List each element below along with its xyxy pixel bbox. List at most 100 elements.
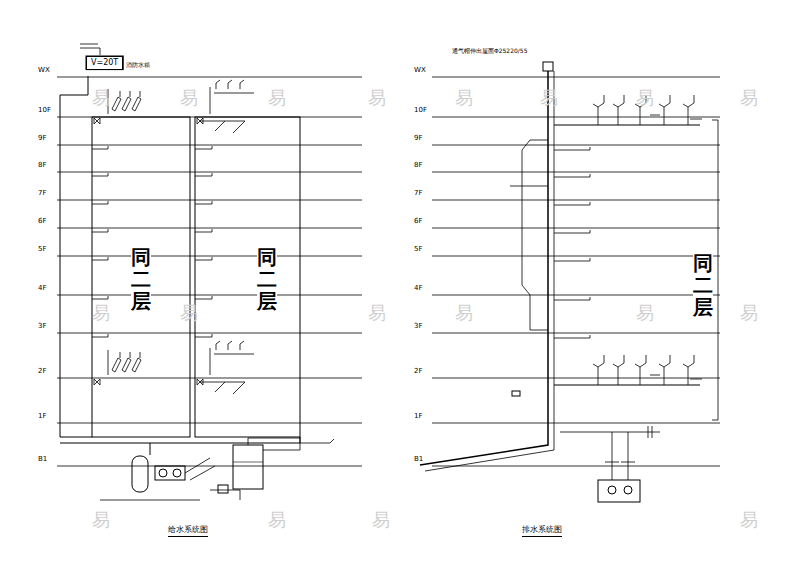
branch-pipe: [195, 146, 212, 149]
fixture-symbol: [635, 355, 646, 385]
branch-pipe: [92, 201, 108, 204]
branch-pipe: [554, 230, 590, 233]
floor-label: 1F: [38, 413, 46, 421]
floor-label: 10F: [38, 107, 51, 115]
floor-label: WX: [414, 67, 426, 75]
branch-pipe: [92, 229, 108, 232]
watermark: 易: [368, 88, 386, 108]
pump-pipe: [185, 458, 215, 480]
pump-symbol: [173, 469, 181, 477]
base-line: [100, 490, 240, 500]
floor-line: [57, 145, 362, 146]
floor-label: 7F: [414, 190, 422, 198]
branch-pipe: [195, 334, 212, 337]
branch-pipe: [554, 297, 590, 300]
same-as-floor-note: 同二层: [131, 246, 151, 312]
fixture-symbol: [683, 95, 694, 125]
branch-pipe: [554, 335, 590, 338]
branch-pipe: [195, 296, 212, 299]
fixture-symbol: [593, 355, 604, 385]
cleanout: [512, 391, 520, 396]
floor-label: 7F: [38, 190, 46, 198]
fixture-symbol: [650, 115, 702, 119]
fixture-symbol: [650, 375, 702, 379]
branch-pipe: [195, 257, 212, 260]
watermark: 易: [268, 88, 286, 108]
branch-pipe: [554, 202, 590, 205]
pipe: [612, 432, 628, 480]
pump-symbol: [159, 469, 167, 477]
floor-line: [432, 172, 720, 173]
water-tank: [233, 445, 263, 489]
pipe: [150, 443, 151, 455]
watermark: 易: [268, 510, 286, 530]
floor-line: [57, 200, 362, 201]
valve-symbol: [94, 118, 100, 124]
watermark: 易: [636, 303, 654, 323]
branch-pipe: [92, 257, 108, 260]
branch-pipe: [210, 87, 254, 114]
floor-label: WX: [38, 67, 50, 75]
watermark: 易: [180, 88, 198, 108]
branch-pipe: [554, 174, 590, 177]
same-as-floor-note: 同二层: [693, 252, 713, 318]
fixture-symbol: [216, 341, 220, 350]
floor-label: 6F: [38, 218, 46, 226]
fixture-symbol: [683, 355, 694, 385]
fixture-symbol: [240, 341, 244, 350]
floor-label: 4F: [38, 285, 46, 293]
fixture-symbol: [112, 352, 121, 372]
valve-symbol: [94, 379, 100, 385]
floor-line: [57, 172, 362, 173]
sump-pit: [598, 480, 640, 502]
watermark: 易: [455, 88, 473, 108]
fixture-symbol: [659, 355, 670, 385]
vent-note: 通气帽伸出屋面Φ25220/55: [452, 48, 527, 55]
pump-symbol: [624, 486, 632, 494]
watermark: 易: [740, 303, 758, 323]
fixture-symbol: [659, 95, 670, 125]
branch-pipe: [108, 350, 109, 375]
soil-stack: [425, 71, 554, 471]
watermark: 易: [740, 88, 758, 108]
tank-box: V=20T: [86, 56, 123, 70]
floor-label: 1F: [414, 413, 422, 421]
branch-pipe: [200, 121, 245, 133]
floor-label: 5F: [38, 246, 46, 254]
watermark: 易: [540, 88, 558, 108]
floor-line: [57, 295, 362, 296]
figure-caption: 给水系统图: [168, 526, 208, 537]
branch-pipe: [92, 296, 108, 299]
branch-pipe: [554, 147, 590, 150]
floor-label: 9F: [38, 135, 46, 143]
fixture-symbol: [132, 352, 141, 372]
pump-symbol: [608, 486, 616, 494]
floor-line: [57, 256, 362, 257]
floor-line: [432, 295, 720, 296]
watermark: 易: [636, 88, 654, 108]
fixture-symbol: [122, 352, 131, 372]
branch-pipe: [92, 173, 108, 176]
vent-cap: [543, 62, 553, 71]
floor-label: 2F: [38, 368, 46, 376]
branch-pipe: [554, 385, 700, 386]
fixture-symbol: [240, 80, 244, 89]
branch-pipe: [195, 229, 212, 232]
branch-pipe: [554, 258, 590, 261]
fixture-symbol: [122, 91, 131, 111]
floor-line: [57, 77, 362, 78]
tank-pipe: [80, 44, 100, 55]
floor-label: B1: [38, 456, 47, 464]
branch-pipe: [200, 382, 245, 394]
tank-label: 消防水箱: [126, 62, 150, 69]
floor-line: [432, 228, 720, 229]
floor-label: 6F: [414, 218, 422, 226]
water-level: [233, 462, 263, 463]
floor-label: 2F: [414, 368, 422, 376]
watermark: 易: [180, 303, 198, 323]
floor-label: 8F: [414, 162, 422, 170]
floor-line: [432, 423, 720, 424]
tank-outline: [86, 56, 123, 70]
